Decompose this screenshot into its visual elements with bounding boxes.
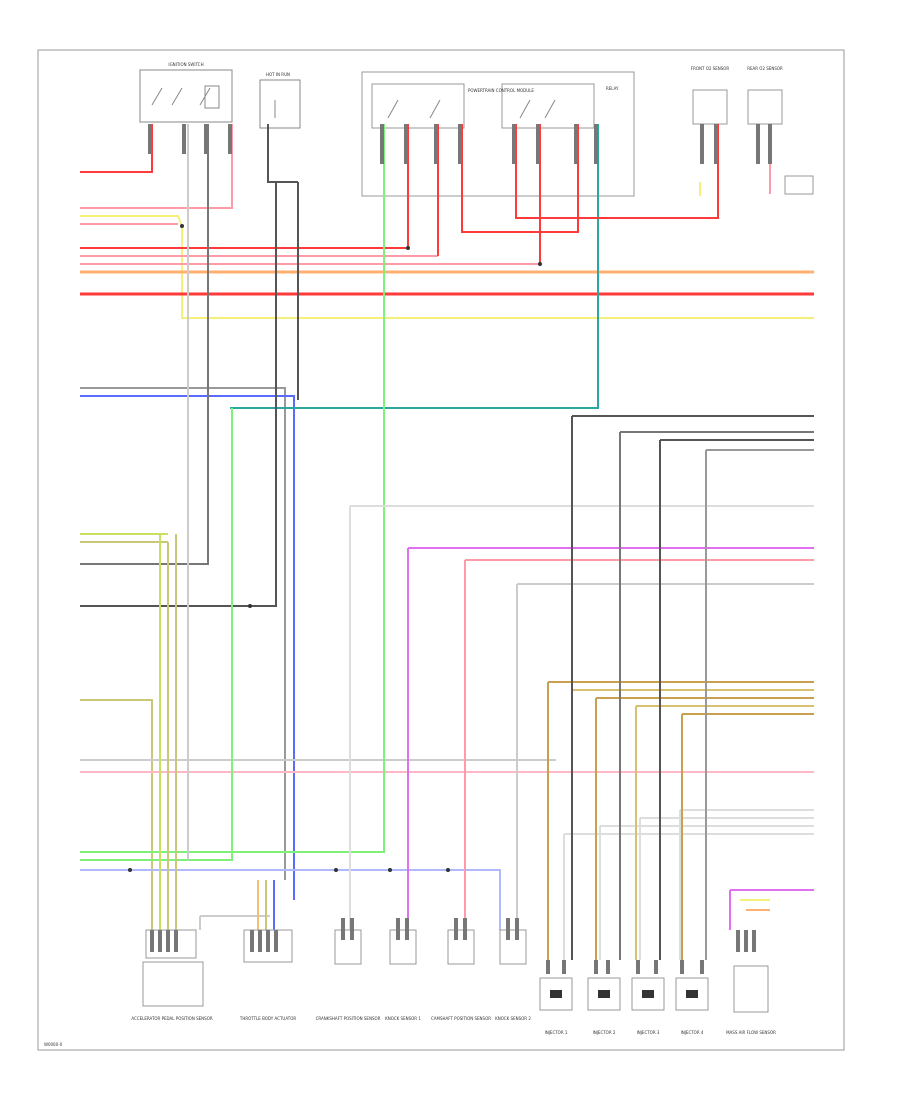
diagram-border — [37, 49, 845, 1051]
injector-1: INJECTOR 1 — [539, 977, 573, 1035]
injector-2: INJECTOR 2 — [587, 977, 621, 1035]
connector-stubs — [148, 124, 772, 974]
accelerator-pedal-sensor: ACCELERATOR PEDAL POSITION SENSOR — [131, 929, 213, 1021]
rear-o2-sensor: REAR O2 SENSOR — [747, 66, 783, 125]
relay-box-label: RELAY — [606, 86, 619, 91]
knock-sensor-2-label: KNOCK SENSOR 2 — [495, 1016, 531, 1021]
fuse-hot-in-run: HOT IN RUN — [259, 72, 301, 129]
knock-sensor-1: KNOCK SENSOR 1 — [385, 929, 421, 1021]
mass-air-flow-sensor: MASS AIR FLOW SENSOR — [726, 965, 776, 1035]
knock-sensor-2: KNOCK SENSOR 2 — [495, 929, 531, 1021]
camshaft-sensor-label: CAMSHAFT POSITION SENSOR — [431, 1016, 491, 1021]
injector-3: INJECTOR 3 — [631, 977, 665, 1035]
diagram-code: W0000-0 — [44, 1042, 63, 1047]
splice-points — [128, 224, 542, 872]
throttle-body-label: THROTTLE BODY ACTUATOR — [239, 1016, 296, 1021]
ignition-switch: IGNITION SWITCH — [139, 62, 233, 123]
injector-4: INJECTOR 4 — [675, 977, 709, 1035]
control-module-label: POWERTRAIN CONTROL MODULE — [468, 88, 534, 93]
accelerator-pedal-label: ACCELERATOR PEDAL POSITION SENSOR — [131, 1016, 212, 1021]
injector-4-label: INJECTOR 4 — [681, 1030, 704, 1035]
injector-3-label: INJECTOR 3 — [637, 1030, 660, 1035]
injector-2-label: INJECTOR 2 — [593, 1030, 616, 1035]
rear-o2-sensor-label: REAR O2 SENSOR — [747, 66, 783, 71]
ignition-switch-label: IGNITION SWITCH — [168, 62, 203, 67]
wires-horizontal — [80, 124, 814, 930]
front-o2-sensor: FRONT O2 SENSOR — [691, 66, 730, 125]
injector-1-label: INJECTOR 1 — [545, 1030, 568, 1035]
connector-right — [784, 175, 814, 195]
front-o2-sensor-label: FRONT O2 SENSOR — [691, 66, 730, 71]
maf-sensor-label: MASS AIR FLOW SENSOR — [726, 1030, 776, 1035]
control-module: RELAY POWERTRAIN CONTROL MODULE — [361, 71, 635, 197]
fuse-label: HOT IN RUN — [266, 72, 290, 77]
crankshaft-sensor-label: CRANKSHAFT POSITION SENSOR — [316, 1016, 381, 1021]
crankshaft-position-sensor: CRANKSHAFT POSITION SENSOR — [316, 929, 381, 1021]
camshaft-position-sensor: CAMSHAFT POSITION SENSOR — [431, 929, 491, 1021]
knock-sensor-1-label: KNOCK SENSOR 1 — [385, 1016, 421, 1021]
